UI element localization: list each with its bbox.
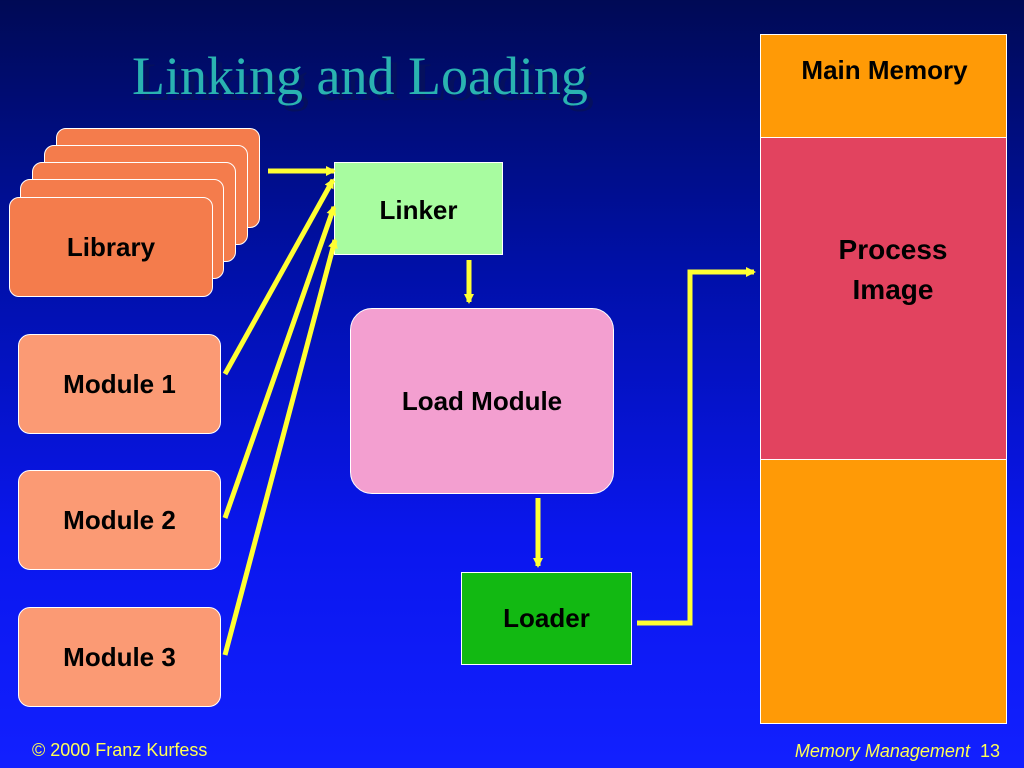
linker-label: Linker — [379, 195, 458, 225]
process-image-line-2: Image — [852, 274, 934, 305]
footer-course-title: Memory Management — [794, 741, 970, 761]
library-box: Library — [9, 197, 213, 297]
module-1-to-linker-arrow — [222, 178, 336, 376]
module-3-box: Module 3 — [18, 607, 221, 707]
loader-to-process-image-arrow — [637, 267, 756, 626]
module-1-box: Module 1 — [18, 334, 221, 434]
module-2-label: Module 2 — [63, 504, 176, 535]
library-label: Library — [66, 231, 156, 262]
load-module-label: Load Module — [401, 385, 563, 416]
process-image-block: Process Image — [760, 137, 1007, 460]
module-3-to-linker-arrow — [222, 238, 338, 656]
module-1-label: Module 1 — [63, 368, 176, 399]
linker-box: Linker — [334, 162, 503, 255]
slide-title-group: Linking and Loading Linking and Loading — [132, 40, 692, 130]
loader-box: Loader — [461, 572, 632, 665]
footer-course: Memory Management 13 — [795, 741, 1000, 762]
footer-page-number: 13 — [979, 741, 1000, 761]
process-image-line-1: Process — [838, 234, 948, 265]
loader-label: Loader — [503, 603, 590, 633]
main-memory-label: Main Memory — [801, 55, 968, 85]
slide-title: Linking and Loading — [132, 46, 588, 106]
module-2-box: Module 2 — [18, 470, 221, 570]
load-module-box: Load Module — [350, 308, 614, 494]
footer-copyright: © 2000 Franz Kurfess — [32, 740, 208, 760]
module-3-label: Module 3 — [63, 641, 176, 672]
process-image-label: Process Image — [761, 230, 1024, 310]
slide-title-shadow: Linking and Loading — [138, 52, 594, 112]
module-2-to-linker-arrow — [222, 205, 337, 519]
